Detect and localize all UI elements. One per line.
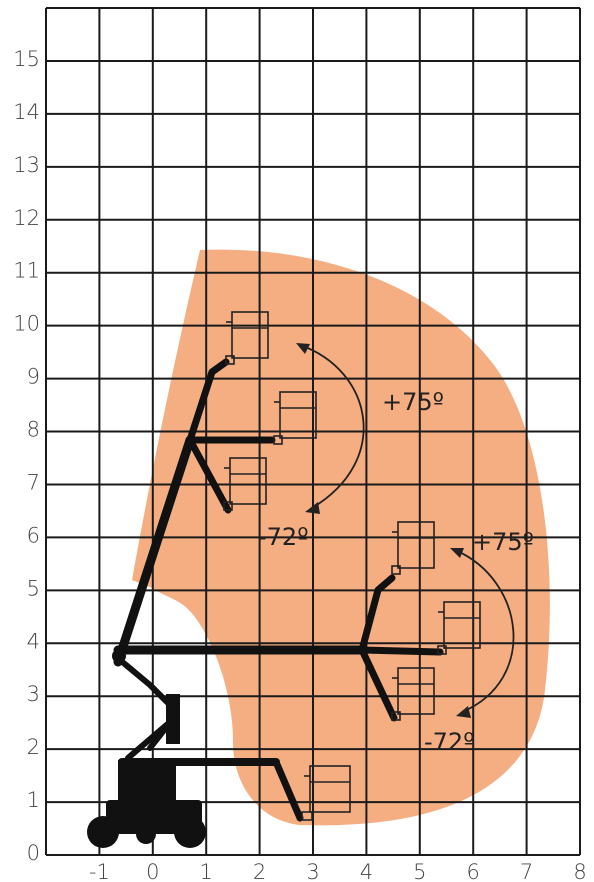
y-tick-label: 7	[27, 470, 40, 494]
rotation-arrow-lower	[450, 548, 515, 718]
angle-label-lower-plus: +75º	[472, 528, 534, 556]
boom-pivot	[112, 649, 126, 663]
stowed-jib	[118, 758, 304, 822]
x-axis-ticks: -1 0 1 2 3 4 5 6 7 8	[89, 860, 587, 882]
basket-upper-top	[225, 311, 269, 365]
lift-chassis	[87, 760, 206, 848]
x-tick-label: 2	[253, 860, 266, 882]
angle-label-lower-minus: -72º	[424, 728, 475, 756]
y-tick-label: 5	[27, 576, 40, 600]
x-tick-label: 8	[573, 860, 586, 882]
basket-lower-low	[391, 667, 435, 721]
y-tick-label: 8	[27, 418, 40, 442]
basket-lower-top	[391, 521, 435, 575]
x-tick-label: 5	[413, 860, 426, 882]
main-boom-raised	[113, 358, 276, 667]
y-tick-label: 2	[27, 735, 40, 759]
x-tick-label: 3	[306, 860, 319, 882]
main-boom-horizontal	[113, 574, 444, 722]
y-tick-label: 9	[27, 365, 40, 389]
aerial-lift-machine	[87, 358, 444, 848]
basket-lower-mid	[437, 601, 481, 655]
rotation-arrow-upper	[296, 343, 365, 514]
basket-upper-low	[223, 457, 267, 511]
y-tick-label: 4	[27, 629, 40, 653]
x-tick-label: 6	[467, 860, 480, 882]
x-tick-label: 4	[360, 860, 373, 882]
angle-label-upper-plus: +75º	[382, 388, 444, 416]
basket-ground	[301, 765, 351, 821]
y-tick-label: 15	[13, 47, 40, 71]
x-tick-label: -1	[89, 860, 110, 882]
angle-label-upper-minus: -72º	[258, 523, 309, 551]
riser-arms	[117, 657, 180, 761]
y-tick-label: 0	[27, 841, 40, 865]
y-tick-label: 3	[27, 682, 40, 706]
y-tick-label: 14	[13, 100, 40, 124]
x-tick-label: 7	[520, 860, 533, 882]
y-tick-label: 10	[13, 312, 40, 336]
y-tick-label: 12	[13, 206, 40, 230]
basket-upper-mid	[273, 391, 317, 445]
x-tick-label: 0	[146, 860, 159, 882]
y-tick-label: 6	[27, 523, 40, 547]
y-tick-label: 1	[27, 788, 40, 812]
x-tick-label: 1	[200, 860, 213, 882]
y-tick-label: 11	[13, 259, 40, 283]
y-tick-label: 13	[13, 153, 40, 177]
